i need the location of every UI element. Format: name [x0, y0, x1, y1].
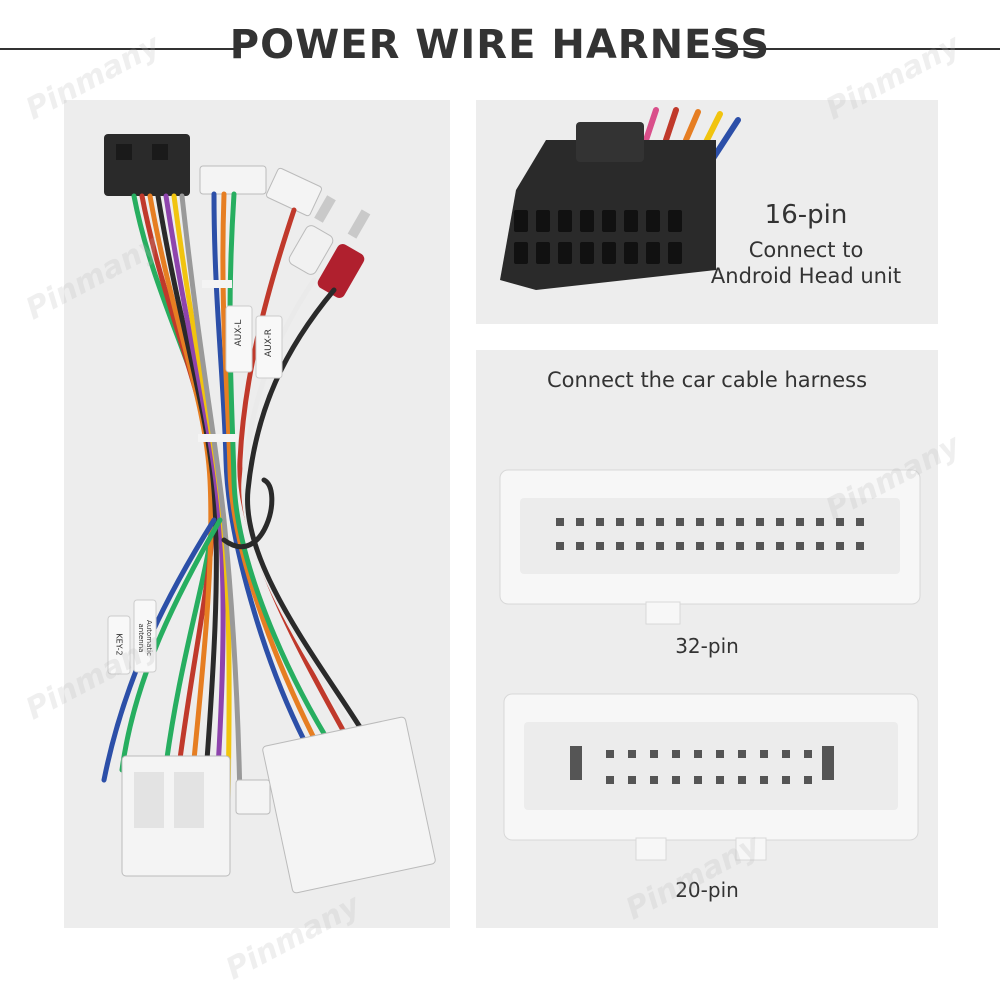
rca-plug-red-icon — [317, 209, 371, 298]
connector-16pin-label: 16-pin — [764, 200, 848, 230]
title-rule-right — [712, 48, 1000, 50]
tag-aux-r: AUX-R — [264, 329, 274, 357]
connector-16pin-desc-1: Connect to — [748, 238, 864, 262]
head-unit-connector-icon — [104, 134, 190, 196]
tag-automatic-antenna: Automatic antenna — [137, 620, 153, 656]
tag-aux-l: AUX-L — [234, 319, 244, 347]
rca-plug-white-icon — [288, 195, 336, 275]
harness-photo-panel: AUX-L AUX-R KEY-2 Automatic antenna — [64, 100, 450, 928]
page-title: POWER WIRE HARNESS — [229, 22, 771, 68]
car-connector-right-icon — [262, 716, 436, 894]
car-connectors-illustration — [499, 469, 921, 861]
car-harness-heading: Connect the car cable harness — [546, 368, 868, 392]
small-connector-icon — [199, 165, 267, 195]
car-harness-panel: Connect the car cable harness — [476, 350, 938, 928]
connector-32pin-label: 32-pin — [675, 634, 739, 658]
connector-20pin-label: 20-pin — [675, 878, 739, 902]
connector-16pin-illustration — [500, 107, 741, 290]
title-rule-left — [0, 48, 238, 50]
connector-16pin-panel: 16-pin Connect to Android Head unit — [476, 100, 938, 324]
wire-harness-illustration — [101, 134, 436, 894]
connector-16pin-desc-2: Android Head unit — [710, 264, 902, 288]
tag-key-2: KEY-2 — [114, 633, 124, 656]
